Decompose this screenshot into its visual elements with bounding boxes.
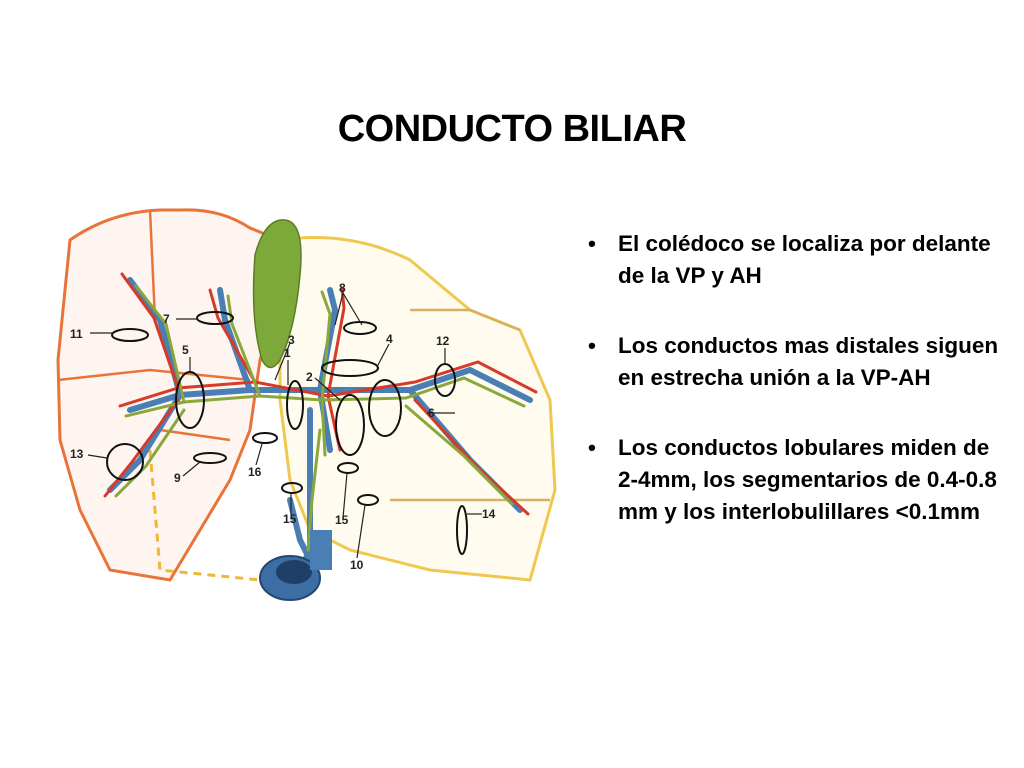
bullet-text-1: El colédoco se localiza por delante de l… — [618, 231, 991, 288]
slide-title: CONDUCTO BILIAR — [337, 108, 687, 150]
diagram-labels: 11 7 3 1 5 8 4 12 2 6 13 9 16 15 15 14 1… — [70, 281, 496, 572]
label-12: 12 — [436, 334, 450, 348]
label-5: 5 — [182, 343, 189, 357]
liver-biliary-diagram: 11 7 3 1 5 8 4 12 2 6 13 9 16 15 15 14 1… — [50, 200, 570, 610]
bullet-text-2: Los conductos mas distales siguen en est… — [618, 333, 999, 390]
label-10: 10 — [350, 558, 364, 572]
bullet-dot: • — [588, 333, 596, 358]
bullet-item-2: • Los conductos mas distales siguen en e… — [580, 330, 1010, 394]
leader-lines — [87, 292, 482, 559]
gallbladder — [252, 219, 302, 369]
bullet-dot: • — [588, 231, 596, 256]
bullet-item-3: • Los conductos lobulares miden de 2-4mm… — [580, 432, 1010, 528]
label-3: 3 — [288, 333, 295, 347]
bullet-item-1: • El colédoco se localiza por delante de… — [580, 228, 1010, 292]
bullet-text-3: Los conductos lobulares miden de 2-4mm, … — [618, 435, 997, 524]
label-2: 2 — [306, 370, 313, 384]
segment-divider-2 — [148, 209, 157, 321]
label-16: 16 — [248, 465, 262, 479]
ligature-marks — [106, 311, 468, 555]
label-15-left: 15 — [283, 512, 297, 526]
label-4: 4 — [386, 332, 393, 346]
label-14: 14 — [482, 507, 496, 521]
hepatic-artery-branches — [103, 272, 538, 516]
label-6: 6 — [428, 406, 435, 420]
label-9: 9 — [174, 471, 181, 485]
bullet-list: • El colédoco se localiza por delante de… — [580, 228, 1010, 566]
label-13: 13 — [70, 447, 84, 461]
segment-divider-3 — [410, 308, 521, 332]
bullet-dot: • — [588, 435, 596, 460]
segment-divider-5 — [159, 428, 231, 442]
label-15-right: 15 — [335, 513, 349, 527]
dashed-caudate — [148, 449, 261, 582]
label-7: 7 — [163, 312, 170, 326]
label-8: 8 — [339, 281, 346, 295]
segment-divider-1 — [57, 368, 251, 382]
anatomy-illustration: 11 7 3 1 5 8 4 12 2 6 13 9 16 15 15 14 1… — [56, 208, 557, 601]
label-1: 1 — [284, 346, 291, 360]
label-11: 11 — [70, 327, 83, 341]
